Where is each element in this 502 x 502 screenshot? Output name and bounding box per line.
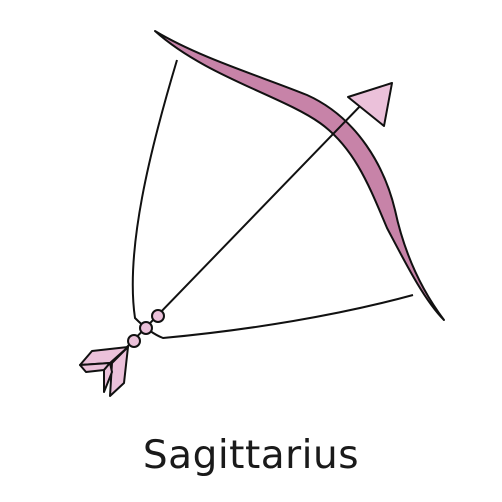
arrow-bead bbox=[127, 334, 141, 348]
arrowhead bbox=[347, 82, 393, 127]
arrow-bead bbox=[139, 321, 153, 335]
arrow-shaft bbox=[125, 100, 366, 349]
arrow-bead bbox=[151, 309, 165, 323]
bow-limb bbox=[154, 30, 445, 321]
arrow-fletching bbox=[79, 346, 129, 397]
sign-title: Sagittarius bbox=[142, 433, 360, 478]
